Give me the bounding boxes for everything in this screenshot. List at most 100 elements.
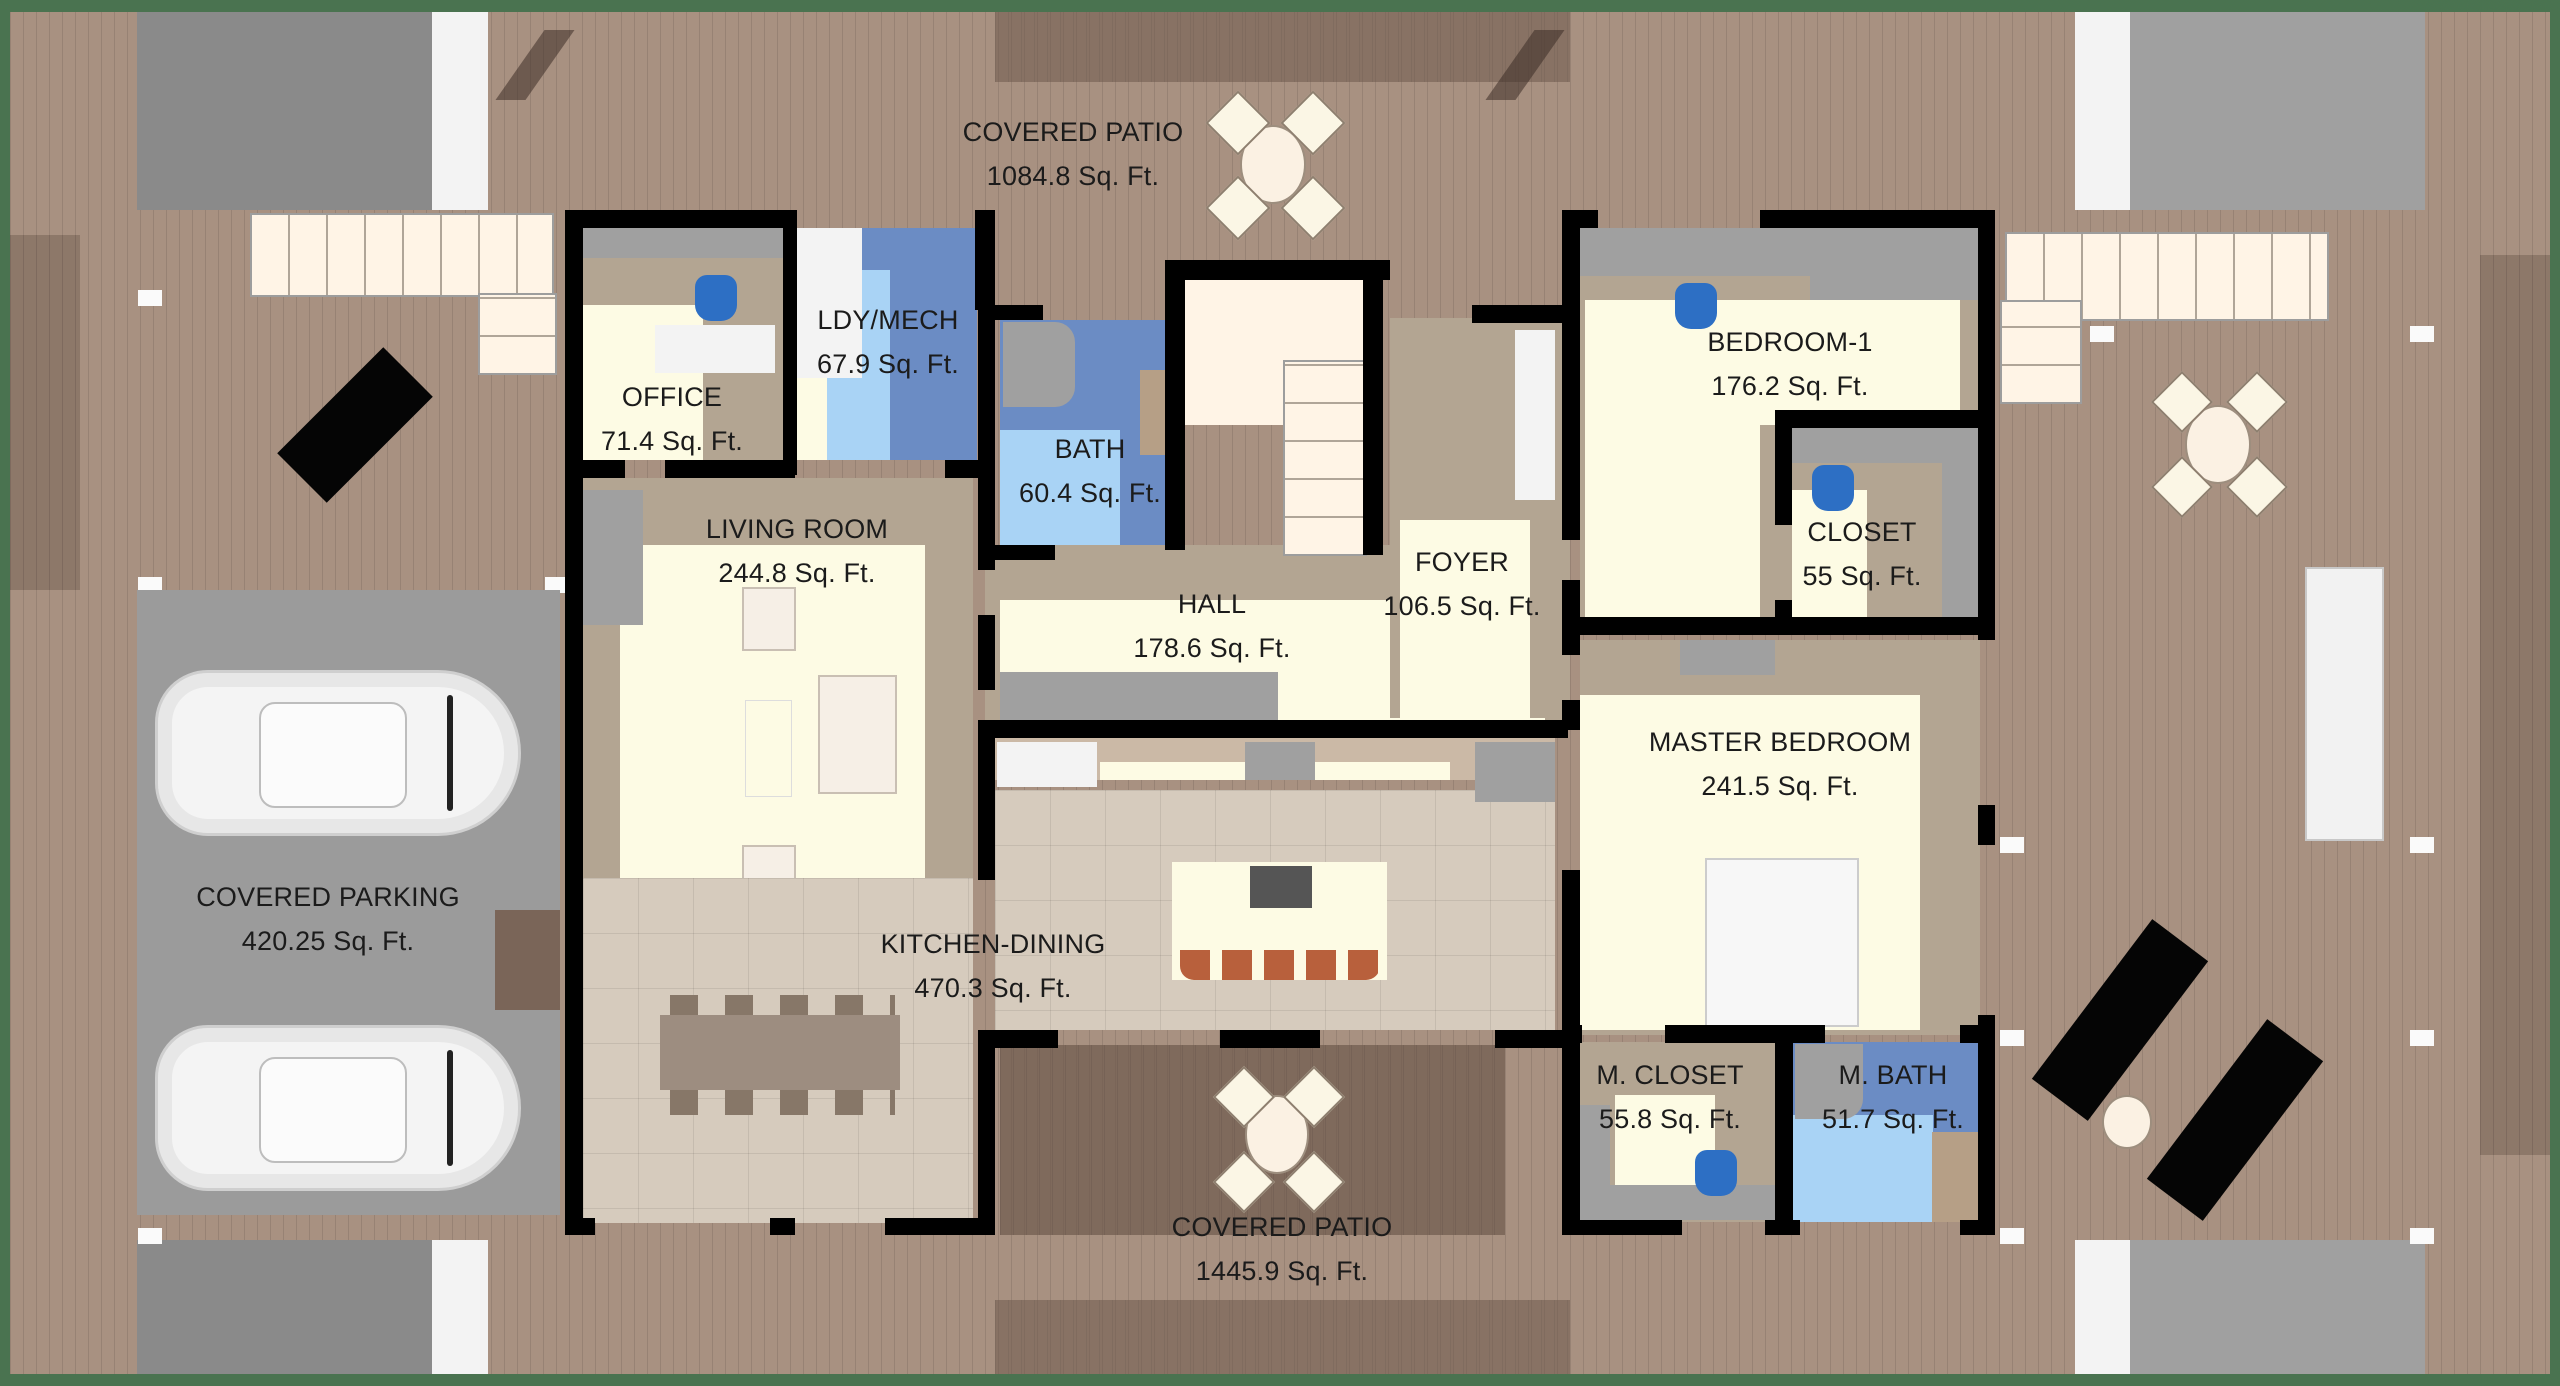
- office-desk: [655, 325, 775, 373]
- wall: [978, 305, 995, 570]
- wall: [978, 1030, 995, 1235]
- master-dresser: [1680, 640, 1775, 675]
- bath-floor-light: [1000, 430, 1120, 545]
- post: [138, 290, 162, 306]
- master-bed: [1705, 858, 1859, 1027]
- dining-chairs-top: [670, 995, 895, 1015]
- wall: [978, 720, 1568, 738]
- living-armchair: [742, 587, 796, 651]
- planter-ne: [2130, 12, 2425, 210]
- m-bath-shower: [1795, 1044, 1863, 1119]
- m-bath-vanity: [1932, 1132, 1978, 1222]
- wall: [1562, 1220, 1682, 1235]
- post: [138, 1228, 162, 1244]
- wall: [1495, 1030, 1580, 1048]
- wall: [783, 210, 797, 475]
- dining-chairs-bottom: [670, 1090, 895, 1115]
- wall: [1165, 260, 1390, 280]
- car-upper: [155, 670, 521, 836]
- wall: [1562, 210, 1580, 540]
- pantry-cabinets: [997, 742, 1097, 787]
- bedroom-1-floor-light: [1585, 300, 1960, 425]
- wall: [995, 305, 1043, 320]
- wall: [1765, 1220, 1800, 1235]
- hall-console: [1000, 672, 1278, 720]
- stairs-west: [250, 213, 554, 297]
- deck-sofa: [2305, 567, 2384, 841]
- wall: [1960, 1025, 1995, 1043]
- planter-ne-edge: [2075, 12, 2130, 210]
- wall: [1775, 410, 1995, 428]
- wall: [1960, 1220, 1995, 1235]
- wall: [770, 1218, 795, 1235]
- post: [138, 577, 162, 593]
- parking-doormat: [495, 910, 560, 1010]
- planter-nw: [137, 12, 432, 210]
- wall: [978, 1030, 1058, 1048]
- island-stools: [1180, 950, 1380, 980]
- planter-se-edge: [2075, 1240, 2130, 1374]
- wall: [665, 460, 795, 478]
- post: [2000, 1030, 2024, 1046]
- planter-se: [2130, 1240, 2425, 1374]
- post: [2000, 837, 2024, 853]
- bedroom-1-floor-light-2: [1585, 420, 1760, 620]
- m-closet-shelves-bottom: [1580, 1185, 1775, 1220]
- wall: [1665, 1025, 1825, 1043]
- bedroom-1-desk: [1580, 228, 1810, 276]
- bath-tub: [1003, 322, 1075, 407]
- wall: [978, 615, 995, 690]
- wall: [885, 1218, 995, 1235]
- closet-floor-light: [1792, 490, 1867, 620]
- wall: [1760, 210, 1995, 228]
- wall: [1165, 260, 1185, 550]
- wall: [1978, 805, 1995, 845]
- kitchen-sink: [1245, 742, 1315, 780]
- wall: [1562, 210, 1598, 228]
- planter-nw-edge: [432, 12, 488, 210]
- post: [545, 577, 569, 593]
- wall: [565, 210, 583, 1235]
- dining-table: [660, 1015, 900, 1090]
- east-steps: [2480, 255, 2550, 1155]
- stairs-west-landing: [478, 293, 557, 375]
- wall: [1775, 1025, 1793, 1235]
- fireplace: [583, 490, 643, 625]
- foyer-floor-light: [1400, 520, 1530, 720]
- wall: [1472, 305, 1562, 323]
- planter-sw: [137, 1240, 432, 1374]
- post: [2410, 1228, 2434, 1244]
- refrigerator: [1475, 742, 1555, 802]
- stairs-east-landing: [2000, 300, 2082, 404]
- wall: [1562, 617, 1995, 635]
- bedroom-1-wardrobe: [1810, 228, 1980, 300]
- west-steps: [10, 235, 80, 590]
- wall: [1562, 1025, 1582, 1043]
- car-lower: [155, 1025, 521, 1191]
- wall: [975, 210, 995, 310]
- closet-chair: [1812, 465, 1854, 511]
- wall: [1978, 1015, 1995, 1235]
- wall: [1562, 700, 1580, 730]
- interior-stair: [1283, 360, 1367, 556]
- wall: [565, 1218, 595, 1235]
- laundry-counter: [797, 378, 827, 460]
- office-shelf: [583, 228, 783, 258]
- post: [2410, 837, 2434, 853]
- post: [2410, 1030, 2434, 1046]
- wall: [1562, 870, 1580, 1235]
- post: [2410, 326, 2434, 342]
- post: [2000, 1228, 2024, 1244]
- north-steps: [995, 12, 1570, 82]
- south-steps: [995, 1300, 1570, 1374]
- wall: [995, 545, 1055, 560]
- cooktop: [1250, 866, 1312, 908]
